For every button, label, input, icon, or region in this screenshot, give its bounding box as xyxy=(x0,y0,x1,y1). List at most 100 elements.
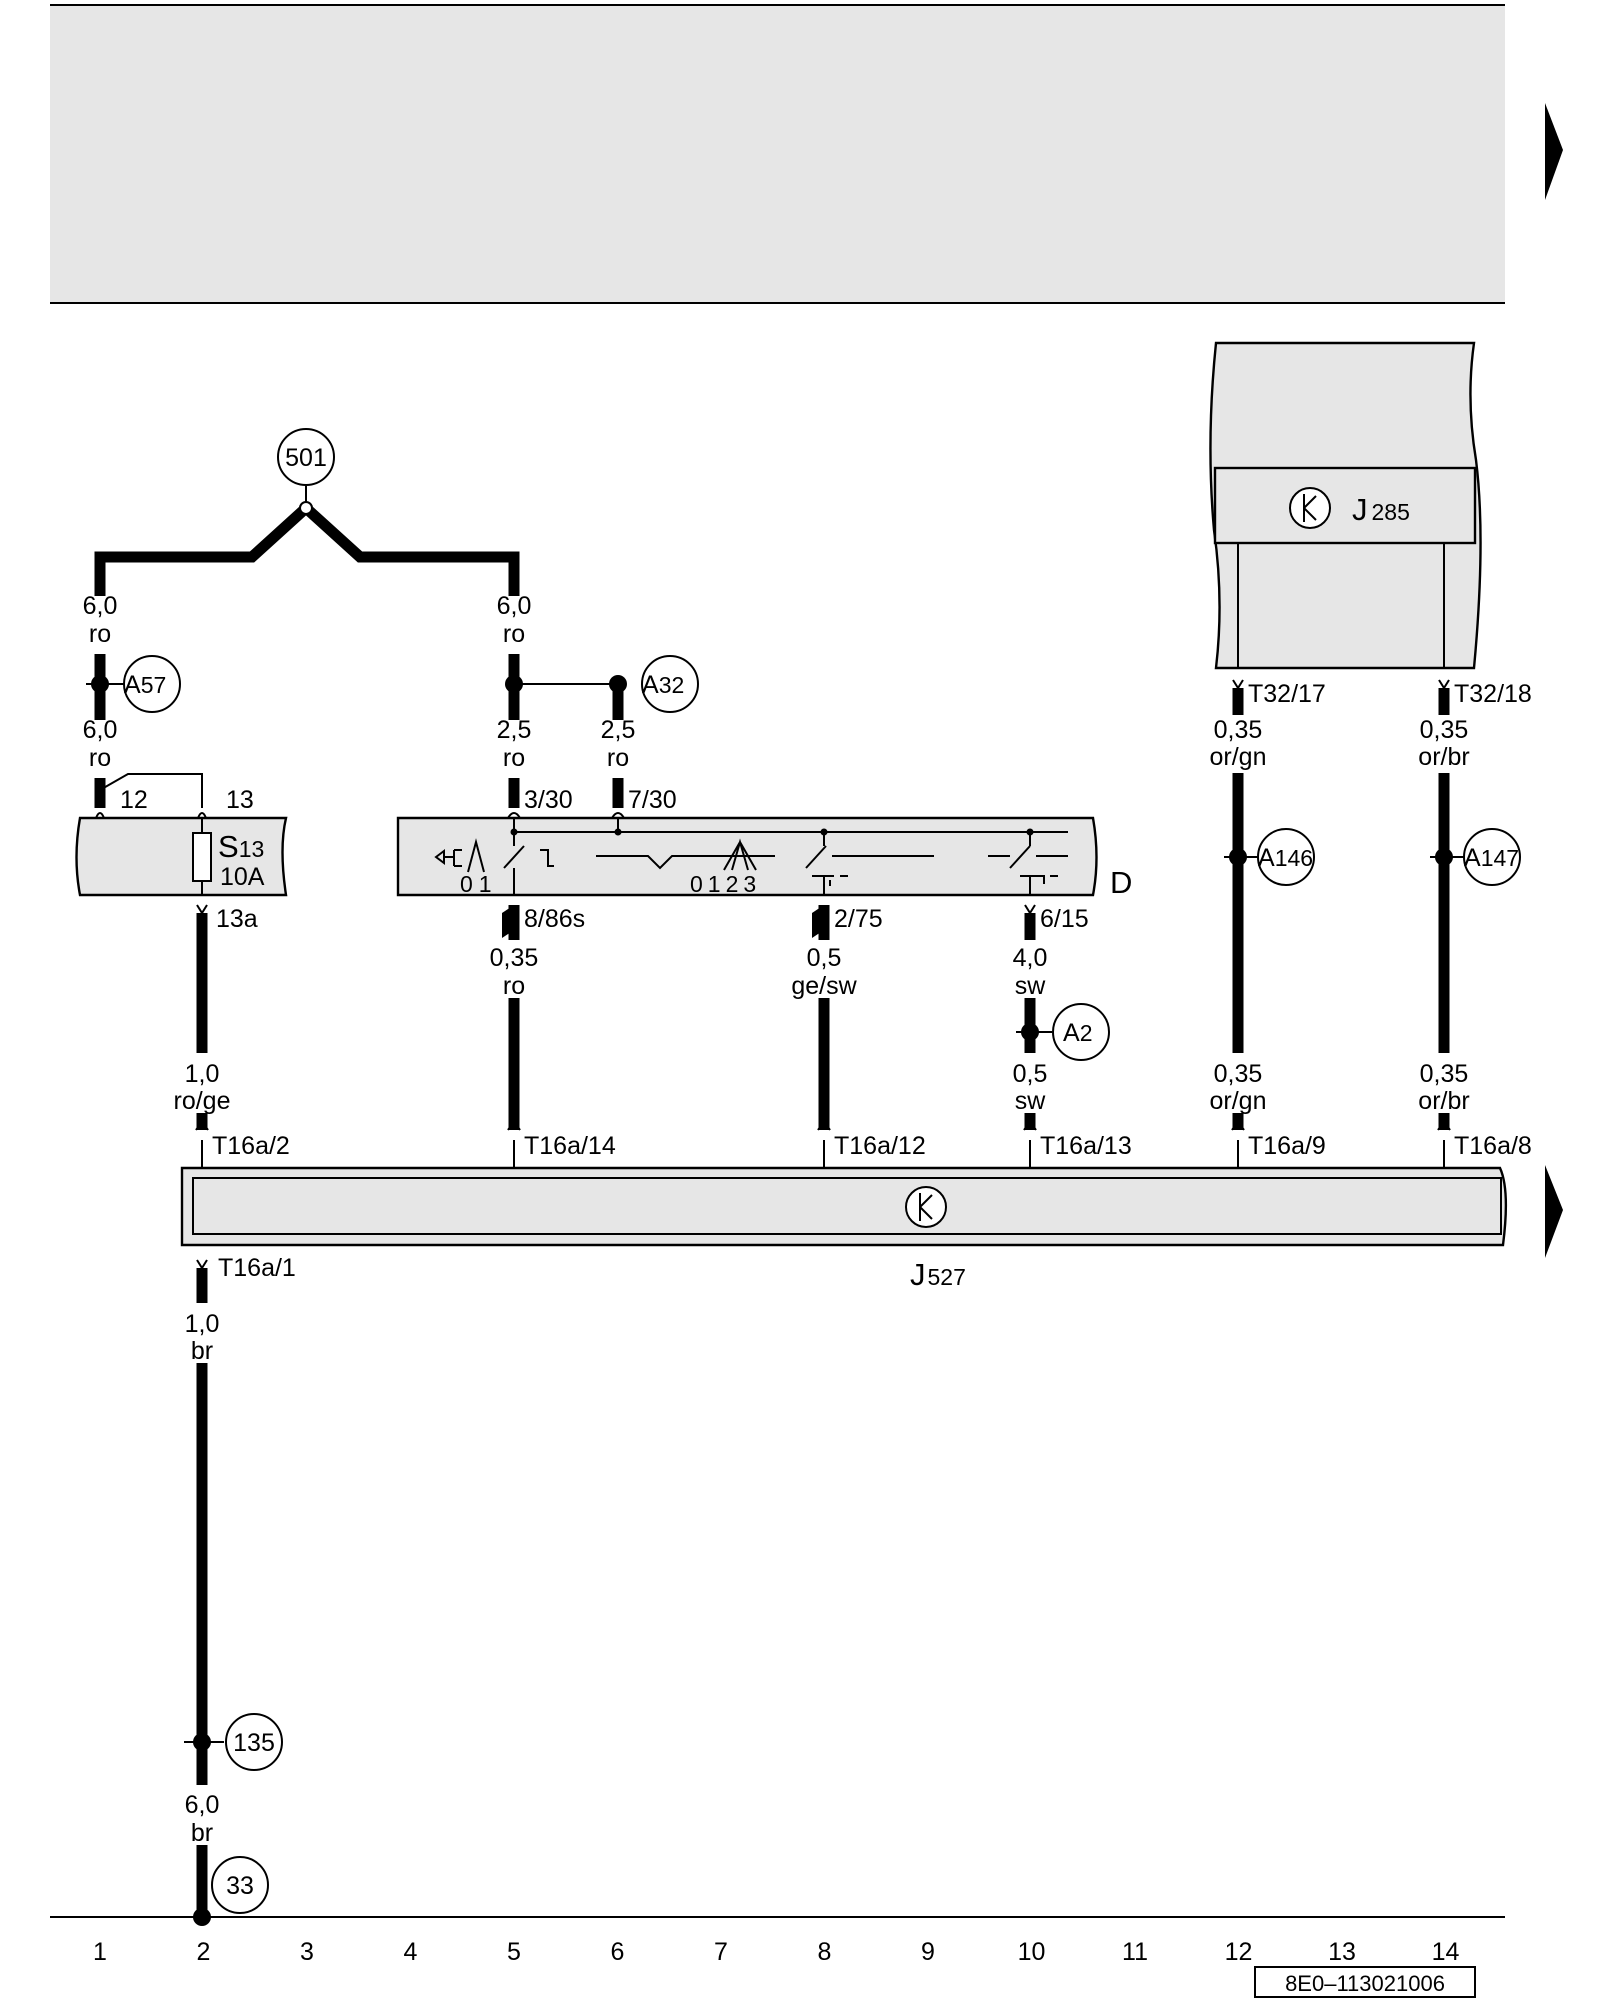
column-number: 9 xyxy=(921,1938,935,1966)
label-bg-w8 xyxy=(784,940,864,998)
diagram-id: 8E0–113021006 xyxy=(1285,1971,1445,1996)
wire-label-w2a-color: ro/ge xyxy=(174,1087,231,1115)
label-bg-w10b xyxy=(1000,1053,1060,1113)
wire-label-w2c-color: br xyxy=(191,1819,213,1847)
bubble-a32 xyxy=(641,655,699,713)
column-number: 8 xyxy=(818,1938,832,1966)
fuse-block-s13 xyxy=(75,816,288,897)
contact-75-out xyxy=(812,875,848,895)
pin-j527-14: T16a/14 xyxy=(524,1132,616,1160)
label-bg-w5a xyxy=(484,596,544,654)
label-bg-w2a xyxy=(162,1053,242,1113)
module-j285-band xyxy=(1213,466,1477,545)
diagram-id-box xyxy=(1254,1966,1476,1998)
control-unit-glyph-j285 xyxy=(1303,494,1317,522)
pin-mark-j527-2 xyxy=(195,1124,209,1131)
label-bg-w5b xyxy=(484,720,544,778)
module-j527-inner xyxy=(192,1177,1502,1235)
wire-label-w2c-size: 6,0 xyxy=(185,1791,220,1819)
switch-d-contact-a xyxy=(467,838,485,873)
column-number: 6 xyxy=(611,1938,625,1966)
pin-j527-12: T16a/12 xyxy=(834,1132,926,1160)
column-number: 13 xyxy=(1328,1938,1356,1966)
pin-mark-j527-12 xyxy=(817,1124,831,1131)
fuse-rating: 10A xyxy=(220,863,265,891)
bubble-a147-label: A147 xyxy=(1464,844,1519,872)
wire-label-w10b-size: 0,5 xyxy=(1013,1060,1048,1088)
wire-label-w12b-size: 0,35 xyxy=(1214,1060,1263,1088)
wire-label-w10a-size: 4,0 xyxy=(1013,944,1048,972)
wire-label-w2a-size: 1,0 xyxy=(185,1060,220,1088)
fuse-id: S13 xyxy=(218,829,264,864)
column-number: 1 xyxy=(93,1938,107,1966)
bubble-501 xyxy=(277,428,335,486)
bubble-135 xyxy=(225,1713,283,1771)
label-bg-w14a xyxy=(1404,715,1484,773)
label-bg-w1b xyxy=(70,720,130,778)
label-bg-w2b xyxy=(172,1303,232,1363)
wire-label-w8-color: ge/sw xyxy=(791,972,857,1000)
pin-d-730: 7/30 xyxy=(628,786,677,814)
pin-mark-s13-out xyxy=(196,904,208,915)
wire-label-w2b-color: br xyxy=(191,1337,213,1365)
pin-mark-j285-17 xyxy=(1232,679,1244,690)
bubble-a146-label: A146 xyxy=(1258,844,1313,872)
pin-d-330: 3/30 xyxy=(524,786,573,814)
wire-label-w5a-color: ro xyxy=(503,620,525,648)
bubble-135-label: 135 xyxy=(233,1729,275,1757)
control-unit-glyph-j527 xyxy=(919,1193,933,1221)
wire-label-w12b-color: or/gn xyxy=(1210,1087,1267,1115)
wire-501-bridge xyxy=(94,500,520,578)
switch-d-step xyxy=(540,849,554,867)
column-number: 4 xyxy=(404,1938,418,1966)
column-number: 5 xyxy=(507,1938,521,1966)
wire-label-w1a-color: ro xyxy=(89,620,111,648)
label-bg-w1a xyxy=(70,596,130,654)
contact-15-blade xyxy=(1009,845,1031,869)
wire-label-w5b-size: 2,5 xyxy=(497,716,532,744)
pin-mark-j527-13 xyxy=(1023,1124,1037,1131)
crossover-s13 xyxy=(99,773,203,808)
wire-label-w14a-size: 0,35 xyxy=(1420,716,1469,744)
wire-label-w10b-color: sw xyxy=(1015,1087,1047,1115)
switch-d-mid-line xyxy=(596,855,775,870)
label-bg-w14b xyxy=(1404,1053,1484,1113)
pin-j285-18: T32/18 xyxy=(1454,680,1532,708)
wire-label-w14b-size: 0,35 xyxy=(1420,1060,1469,1088)
header-panel xyxy=(50,6,1505,303)
label-bg-w12b xyxy=(1198,1053,1278,1113)
wire-label-w14b-color: or/br xyxy=(1418,1087,1469,1115)
bubble-a57-label: A57 xyxy=(124,671,166,699)
pin-mark-j285-18 xyxy=(1438,679,1450,690)
wire-label-w6-size: 2,5 xyxy=(601,716,636,744)
module-j527-label: J527 xyxy=(910,1257,966,1292)
bubble-33 xyxy=(211,1856,269,1914)
pin-mark-j527-1 xyxy=(196,1259,208,1270)
pin-mark-d-330 xyxy=(507,812,521,819)
wire-label-w2b-size: 1,0 xyxy=(185,1310,220,1338)
pin-s13-12: 12 xyxy=(120,786,148,814)
column-number: 7 xyxy=(714,1938,728,1966)
pin-j527-1: T16a/1 xyxy=(218,1254,296,1282)
pin-d-275: 2/75 xyxy=(834,905,883,933)
continue-arrow-bottom xyxy=(1545,1165,1563,1258)
wire-label-w8-size: 0,5 xyxy=(807,944,842,972)
pin-mark-s13-13 xyxy=(197,812,207,819)
wire-label-w6-color: ro xyxy=(607,744,629,772)
wire-label-w12a-size: 0,35 xyxy=(1214,716,1263,744)
wire-label-w1b-color: ro xyxy=(89,744,111,772)
pin-d-86s: 8/86s xyxy=(524,905,585,933)
pin-mark-d-15 xyxy=(1024,904,1036,915)
switch-d-node-2 xyxy=(614,828,622,836)
label-bg-w10a xyxy=(1000,940,1060,998)
wire-label-w12a-color: or/gn xyxy=(1210,743,1267,771)
pin-j285-17: T32/17 xyxy=(1248,680,1326,708)
wire-label-w14a-color: or/br xyxy=(1418,743,1469,771)
control-unit-icon-j527 xyxy=(905,1186,947,1228)
ignition-switch-d-label: D xyxy=(1110,865,1132,900)
label-bg-w2c xyxy=(172,1785,232,1845)
